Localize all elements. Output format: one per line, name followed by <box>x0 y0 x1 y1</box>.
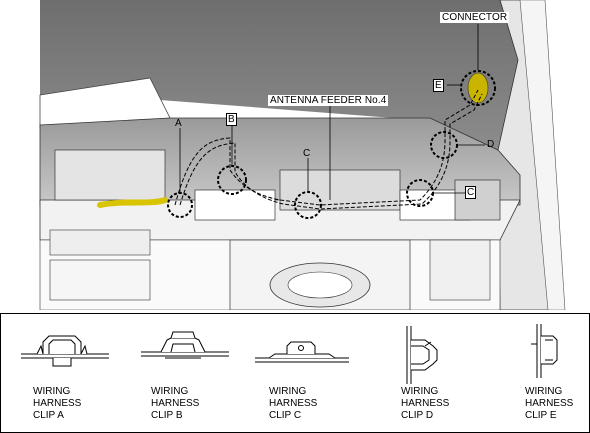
callout-letter-c-right: C <box>465 186 477 199</box>
callout-letter-b: B <box>226 113 237 126</box>
clip-d-icon <box>406 326 438 384</box>
clip-e-label: WIRING HARNESS CLIP E <box>525 386 574 421</box>
clip-a-icon <box>21 335 109 367</box>
clip-c-icon <box>255 341 349 363</box>
clip-legend-panel: WIRING HARNESS CLIP A WIRING HARNESS CLI… <box>0 313 590 433</box>
callout-letter-d: D <box>487 139 495 150</box>
callout-letter-a: A <box>175 118 182 129</box>
harness-highlight <box>97 197 168 208</box>
dashboard-scene: CONNECTOR ANTENNA FEEDER No.4 A B C C D … <box>39 0 566 310</box>
antenna-feeder-callout: ANTENNA FEEDER No.4 <box>268 95 389 106</box>
connector-callout: CONNECTOR <box>440 12 510 23</box>
clip-c-item: WIRING HARNESS CLIP C <box>249 314 359 432</box>
dashboard-illustration <box>39 0 566 310</box>
callout-letter-e: E <box>433 79 444 92</box>
clip-b-item: WIRING HARNESS CLIP B <box>131 314 241 432</box>
clip-b-label: WIRING HARNESS CLIP B <box>151 386 200 421</box>
clip-a-item: WIRING HARNESS CLIP A <box>13 314 123 432</box>
connector-circle <box>460 70 496 106</box>
clip-d-label: WIRING HARNESS CLIP D <box>401 386 450 421</box>
clip-e-item: WIRING HARNESS CLIP E <box>501 314 587 432</box>
clip-e-icon <box>531 324 558 378</box>
clip-d-item: WIRING HARNESS CLIP D <box>381 314 491 432</box>
clip-c-label: WIRING HARNESS CLIP C <box>269 386 318 421</box>
clip-b-icon <box>141 331 229 359</box>
windshield <box>40 0 518 150</box>
callout-letter-c-center: C <box>303 148 311 159</box>
clip-a-label: WIRING HARNESS CLIP A <box>33 386 82 421</box>
